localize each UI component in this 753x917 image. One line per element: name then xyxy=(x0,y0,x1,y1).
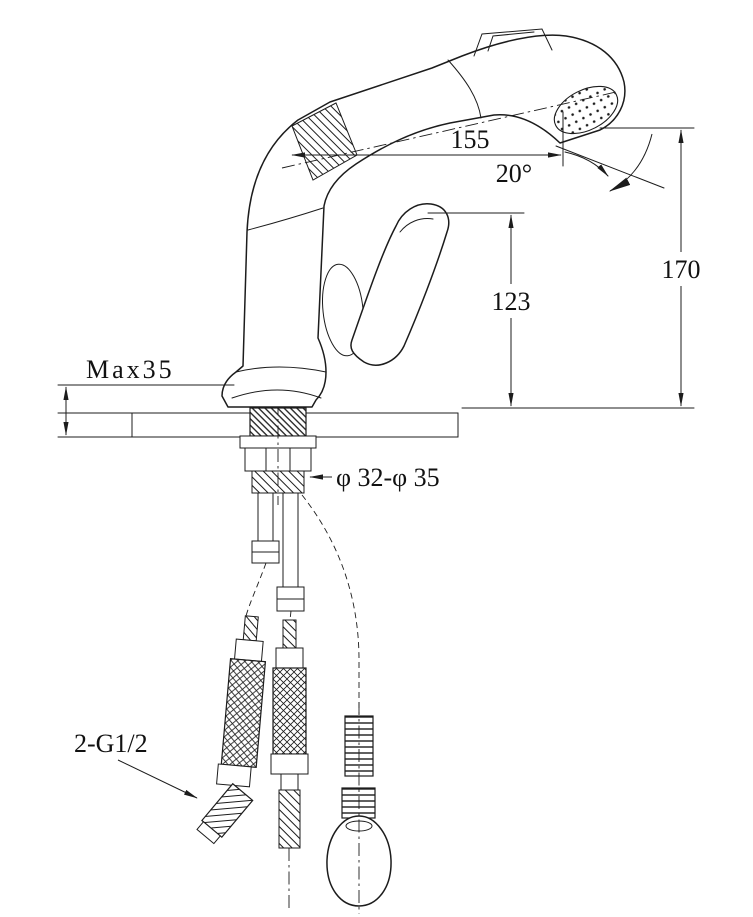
dim-label-spout-height: 123 xyxy=(492,287,531,316)
dim-label-overall-height: 170 xyxy=(662,255,701,284)
body-seam xyxy=(247,207,324,231)
faucet-body xyxy=(221,28,626,408)
hose-nut xyxy=(233,638,264,662)
hose-end-nut xyxy=(216,763,252,788)
spray-direction-arrow xyxy=(608,133,653,192)
neck xyxy=(280,773,299,791)
braided-hose-left xyxy=(216,615,267,788)
braided-sleeve xyxy=(220,658,267,768)
handle-lever xyxy=(350,203,450,366)
hose-end-nut xyxy=(270,753,309,775)
faucet-handle xyxy=(322,203,450,366)
braided-sleeve xyxy=(272,667,307,755)
dim-label-thread-spec: 2-G1/2 xyxy=(74,729,148,758)
dimension-spray-angle: 20° xyxy=(496,133,665,192)
right-supply-tube xyxy=(282,492,299,588)
shank-assembly xyxy=(239,402,317,505)
left-supply-tube xyxy=(257,492,274,542)
dimension-thread-spec: 2-G1/2 xyxy=(74,729,198,799)
hose-stud xyxy=(282,619,297,649)
supply-tubes xyxy=(251,492,305,612)
elbow-fitting xyxy=(196,782,254,845)
hose-stud xyxy=(242,615,259,642)
head-clip xyxy=(473,28,553,57)
hose-routing-lines xyxy=(245,494,360,714)
dimension-spout-height: 123 xyxy=(427,212,531,407)
dimension-hole-diameter: φ 32-φ 35 xyxy=(309,463,440,492)
braided-hose-right xyxy=(270,619,309,849)
dim-label-spout-reach: 155 xyxy=(451,125,490,154)
dimension-spout-reach: 155 xyxy=(291,111,564,167)
pullout-hose-spring xyxy=(341,715,376,819)
dim-label-max-thickness: Max35 xyxy=(86,355,175,384)
dim-label-spray-angle: 20° xyxy=(496,159,532,188)
threaded-stud xyxy=(278,789,301,849)
dim-label-hole-diameter: φ 32-φ 35 xyxy=(336,463,440,492)
dimension-overall-height: 170 xyxy=(461,127,701,409)
hose-nut xyxy=(275,647,304,669)
head-seam xyxy=(447,59,482,119)
base-seam xyxy=(235,366,327,373)
spray-face xyxy=(553,85,619,135)
dimension-max-thickness: Max35 xyxy=(57,355,235,436)
